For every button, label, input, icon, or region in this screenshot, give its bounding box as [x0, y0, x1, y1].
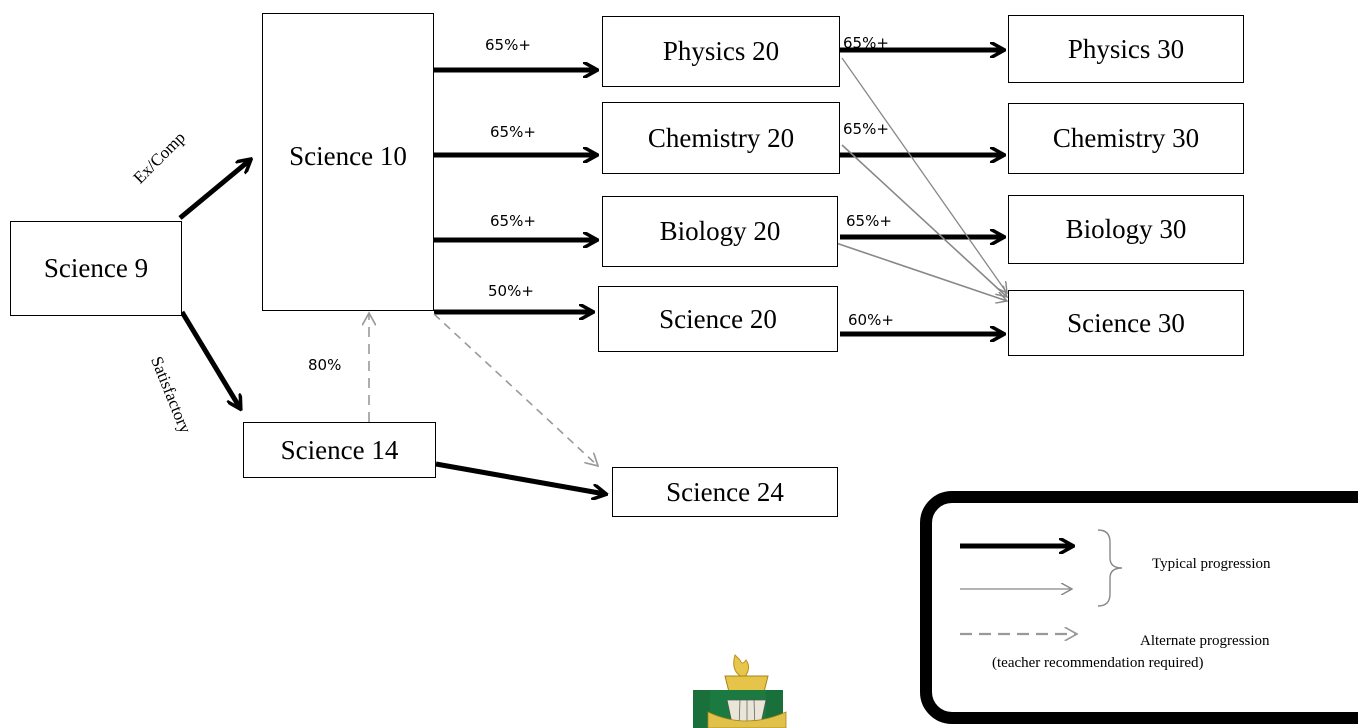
label-b20-b30: 65%+: [846, 212, 892, 230]
node-science-24: Science 24: [612, 467, 838, 517]
node-physics-30: Physics 30: [1008, 15, 1244, 83]
arrow-c20-s30: [841, 144, 1007, 297]
school-logo: [693, 654, 787, 728]
node-physics-20: Physics 20: [602, 16, 840, 87]
legend-alternate-note: (teacher recommendation required): [992, 655, 1204, 671]
node-science-10: Science 10: [262, 13, 434, 311]
arrow-s10-s24-dashed: [433, 313, 598, 466]
node-biology-20: Biology 20: [602, 196, 838, 267]
label-s20-s30: 60%+: [848, 311, 894, 329]
label-s10-s20: 50%+: [488, 282, 534, 300]
node-chemistry-30: Chemistry 30: [1008, 103, 1244, 174]
legend-brace: [1097, 529, 1123, 607]
legend-typical-label: Typical progression: [1152, 556, 1271, 572]
label-s10-p20: 65%+: [485, 36, 531, 54]
arrow-b20-s30: [835, 242, 1007, 301]
arrow-s9-s14: [179, 310, 240, 408]
legend-alternate-label: Alternate progression: [1140, 633, 1270, 649]
label-s10-b20: 65%+: [490, 212, 536, 230]
node-science-30: Science 30: [1008, 290, 1244, 356]
node-science-14: Science 14: [243, 422, 436, 478]
label-p20-p30: 65%+: [843, 34, 889, 52]
node-chemistry-20: Chemistry 20: [602, 102, 840, 174]
node-science-9: Science 9: [10, 221, 182, 316]
arrow-s14-s24: [435, 461, 605, 494]
label-c20-c30: 65%+: [843, 120, 889, 138]
legend-box: [920, 491, 1358, 724]
label-s10-c20: 65%+: [490, 123, 536, 141]
arrow-s9-s10: [178, 160, 250, 220]
node-science-20: Science 20: [598, 286, 838, 352]
label-s14-s10: 80%: [308, 356, 342, 374]
arrow-p20-s30: [841, 57, 1007, 293]
node-biology-30: Biology 30: [1008, 195, 1244, 264]
